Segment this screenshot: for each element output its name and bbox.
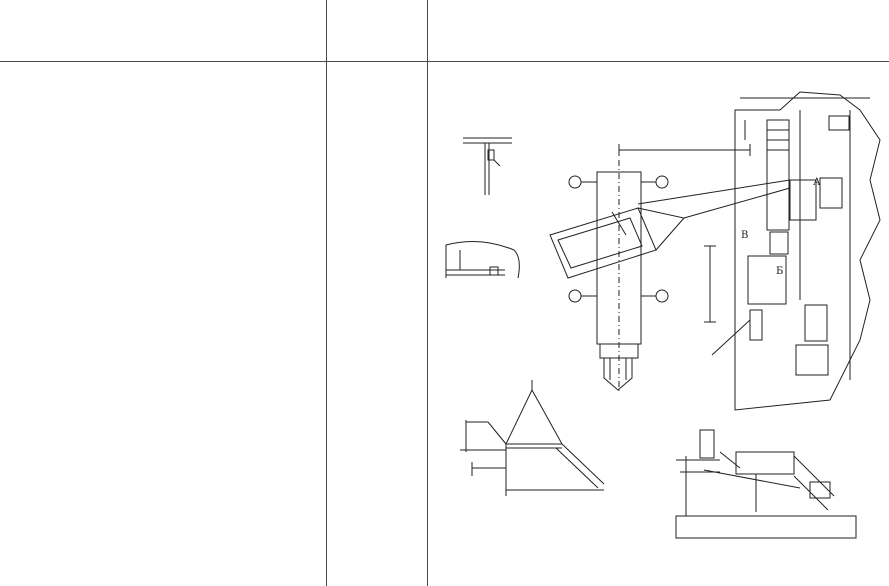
gangway-lifting-elevation <box>460 380 605 496</box>
table-header-divider <box>0 61 889 62</box>
section-detail-top <box>463 137 512 195</box>
projection-lines <box>618 144 791 356</box>
ladder-section-view <box>675 429 857 539</box>
deck-plan <box>734 91 881 411</box>
label-view-a: А <box>813 177 821 188</box>
tilted-gangway <box>549 207 685 279</box>
label-view-b: Б <box>776 266 783 277</box>
vessel-plan-view <box>568 160 669 392</box>
section-detail-middle <box>445 241 520 279</box>
column-divider-2 <box>427 0 428 586</box>
label-view-v: В <box>741 230 748 241</box>
column-divider-1 <box>326 0 327 586</box>
